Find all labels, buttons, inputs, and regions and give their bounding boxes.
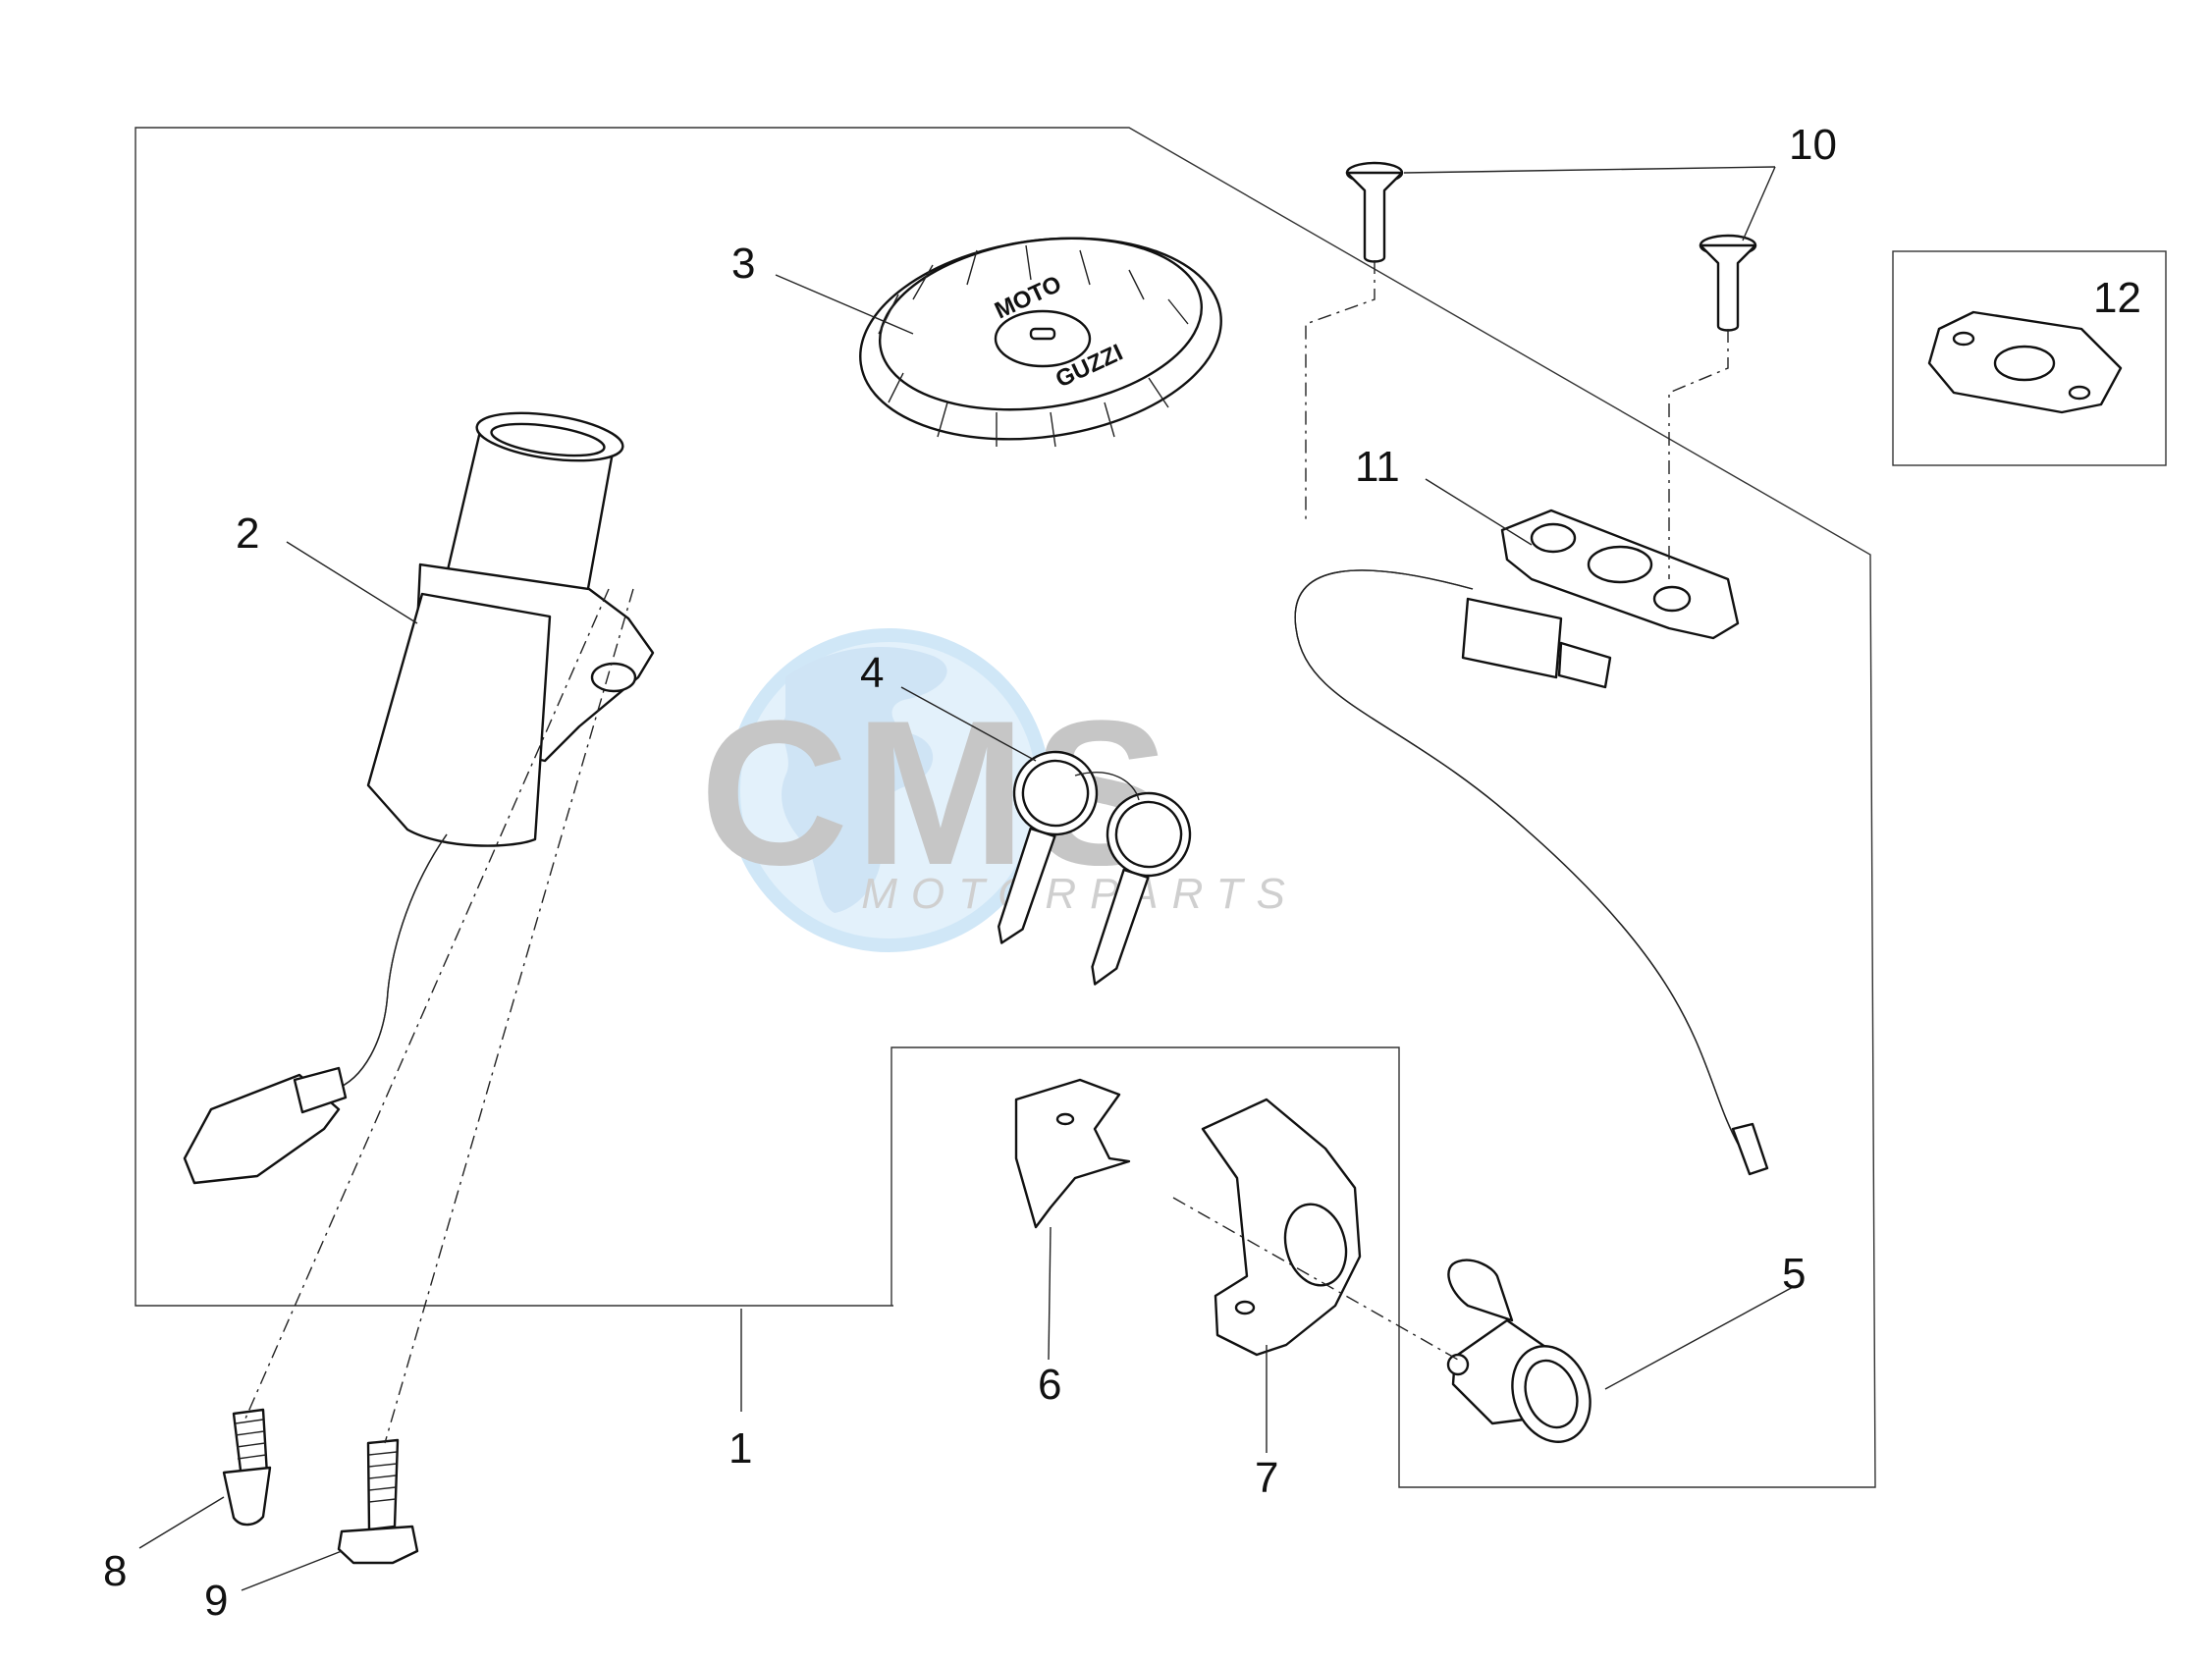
lock-cylinder: [1446, 1259, 1592, 1443]
fuel-tank-cap: MOTO GUZZI: [859, 237, 1222, 448]
gasket-12-frame: [1892, 250, 2167, 466]
watermark: CMS MOTORPARTS: [700, 628, 1299, 952]
callout-1: 1: [728, 1424, 752, 1473]
leader-lines: [138, 166, 1796, 1591]
callout-10: 10: [1789, 121, 1837, 169]
callout-2: 2: [236, 509, 259, 558]
watermark-subtitle: MOTORPARTS: [861, 870, 1299, 918]
shear-bolt: [222, 1408, 272, 1527]
lock-bracket: [1201, 1098, 1362, 1357]
watermark-continents: [782, 647, 947, 913]
callout-8: 8: [103, 1547, 127, 1595]
callout-4: 4: [860, 649, 884, 697]
seat-lock-release: [1294, 509, 1769, 1176]
countersunk-screws: [1345, 161, 1757, 332]
screw: [337, 1438, 419, 1565]
ignition-switch: [183, 411, 655, 1185]
callout-11: 11: [1355, 443, 1400, 491]
callout-9: 9: [204, 1577, 228, 1625]
callout-labels: 1 2 3 4 5 6 7 8 9 10 11 12: [103, 121, 2141, 1625]
callout-5: 5: [1782, 1250, 1806, 1298]
assembly-1-frame: [135, 127, 1876, 1488]
callout-3: 3: [731, 240, 755, 288]
gasket: [1927, 310, 2123, 414]
callout-12: 12: [2093, 274, 2141, 322]
assembly-lines: [244, 260, 1729, 1444]
retaining-clip: [1014, 1078, 1131, 1229]
callout-6: 6: [1038, 1361, 1061, 1409]
callout-7: 7: [1255, 1454, 1278, 1502]
keys: [998, 750, 1192, 986]
cap-ribs: [878, 244, 1189, 448]
